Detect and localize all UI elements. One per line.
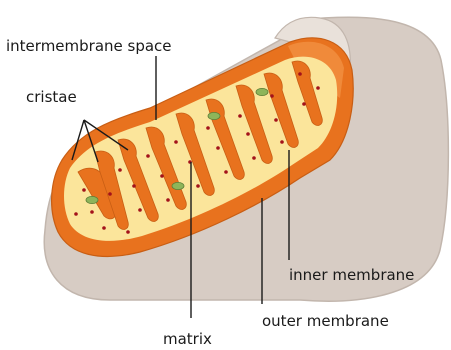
label-inner-membrane: inner membrane [289,266,414,284]
label-matrix: matrix [163,330,212,348]
label-outer-membrane: outer membrane [262,312,389,330]
granule [224,170,228,174]
granule [146,154,150,158]
granule [74,212,78,216]
particle [256,88,268,95]
granule [108,192,112,196]
granule [206,126,210,130]
granule [270,94,274,98]
granule [280,140,284,144]
granule [216,146,220,150]
granule [166,198,170,202]
granule [246,132,250,136]
granule [118,168,122,172]
label-cristae: cristae [26,88,77,106]
granule [138,208,142,212]
granule [196,184,200,188]
granule [316,86,320,90]
granule [298,72,302,76]
granule [160,174,164,178]
particle [86,196,98,203]
particle [208,112,220,119]
particle [172,182,184,189]
label-intermembrane-space: intermembrane space [6,37,172,55]
granule [302,102,306,106]
granule [174,140,178,144]
granule [274,118,278,122]
granule [126,230,130,234]
granule [90,210,94,214]
granule [238,114,242,118]
granule [252,156,256,160]
granule [82,188,86,192]
granule [132,184,136,188]
granule [102,226,106,230]
